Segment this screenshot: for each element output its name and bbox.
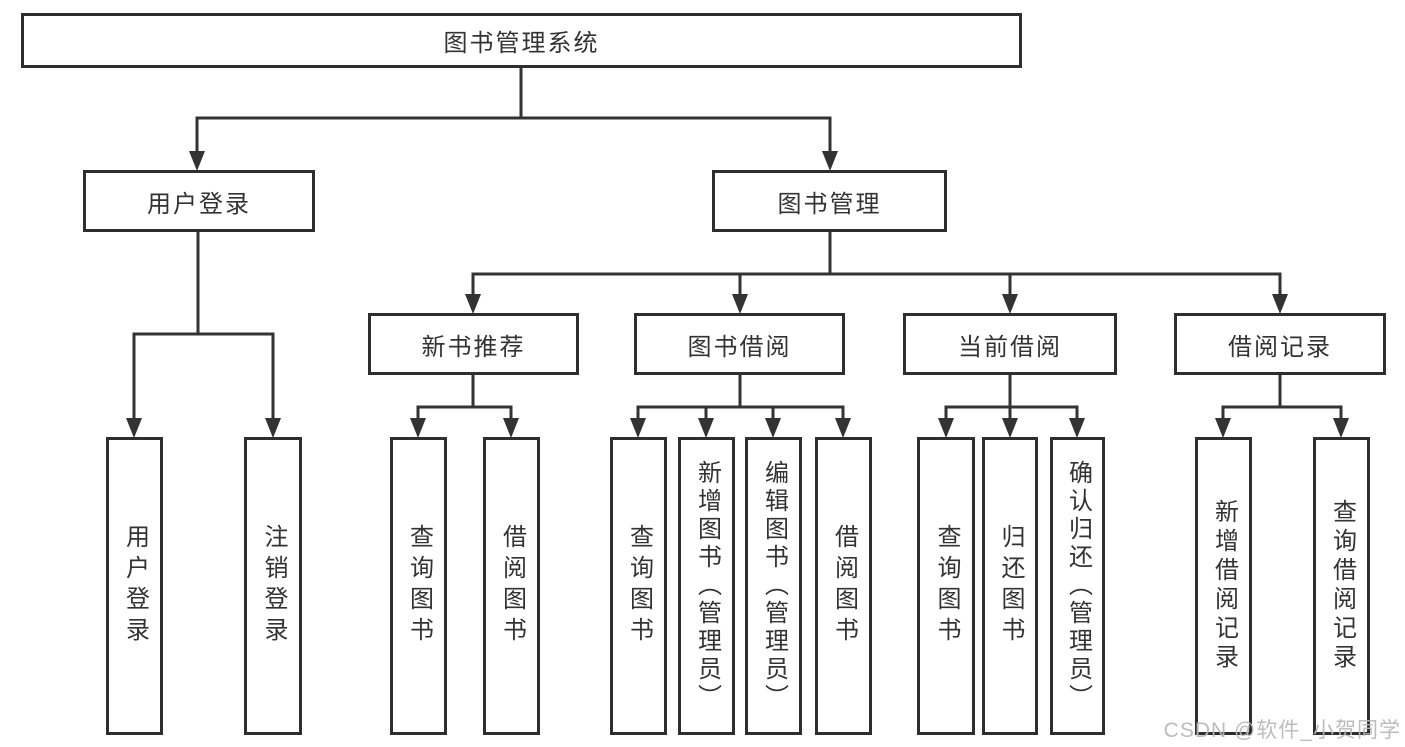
leaf-query-borrow-record: 查询借阅记录 <box>1313 437 1370 735</box>
leaf-return-book: 归还图书 <box>982 437 1038 735</box>
leaf-label: 查询图书 <box>625 524 653 648</box>
leaf-query-books-current: 查询图书 <box>917 437 975 735</box>
node-label: 图书管理系统 <box>443 30 600 57</box>
leaf-borrow-books-recommend: 借阅图书 <box>483 437 540 735</box>
leaf-query-books-recommend: 查询图书 <box>390 437 447 735</box>
node-book-management: 图书管理 <box>712 170 947 232</box>
leaf-edit-book-admin: 编辑图书（管理员） <box>745 437 802 735</box>
leaf-add-book-admin: 新增图书（管理员） <box>678 437 735 735</box>
node-new-book-recommend: 新书推荐 <box>368 313 579 375</box>
node-label: 当前借阅 <box>958 333 1062 361</box>
leaf-label: 查询图书 <box>405 524 433 648</box>
leaf-label: 归还图书 <box>997 524 1024 648</box>
leaf-label: 查询借阅记录 <box>1328 499 1356 673</box>
node-label: 图书管理 <box>777 190 882 218</box>
leaf-label: 编辑图书（管理员） <box>760 460 788 712</box>
leaf-label: 确认归还（管理员） <box>1064 460 1092 712</box>
leaf-label: 注销登录 <box>260 524 287 648</box>
leaf-user-login: 用户登录 <box>106 437 163 735</box>
leaf-add-borrow-record: 新增借阅记录 <box>1195 437 1252 735</box>
node-label: 新书推荐 <box>421 333 526 361</box>
leaf-borrow-books: 借阅图书 <box>815 437 872 735</box>
node-book-borrow: 图书借阅 <box>634 313 845 375</box>
node-borrow-records: 借阅记录 <box>1174 313 1386 375</box>
node-label: 用户登录 <box>147 190 251 218</box>
leaf-query-books-borrow: 查询图书 <box>610 437 667 735</box>
leaf-label: 新增图书（管理员） <box>693 460 721 712</box>
node-user-login: 用户登录 <box>83 170 315 232</box>
arrow-down-icons <box>126 151 1349 438</box>
leaf-label: 借阅图书 <box>498 524 526 648</box>
node-label: 图书借阅 <box>687 333 792 361</box>
csdn-watermark: CSDN @软件_小贺同学 <box>1163 719 1401 742</box>
leaf-logout: 注销登录 <box>244 437 302 735</box>
leaf-label: 用户登录 <box>121 524 149 648</box>
node-label: 借阅记录 <box>1228 333 1332 361</box>
leaf-label: 查询图书 <box>933 524 960 648</box>
leaf-label: 借阅图书 <box>830 524 858 648</box>
leaf-label: 新增借阅记录 <box>1210 499 1238 673</box>
leaf-confirm-return-admin: 确认归还（管理员） <box>1050 437 1105 735</box>
node-current-borrow: 当前借阅 <box>903 313 1117 375</box>
node-library-management-system: 图书管理系统 <box>21 13 1022 68</box>
